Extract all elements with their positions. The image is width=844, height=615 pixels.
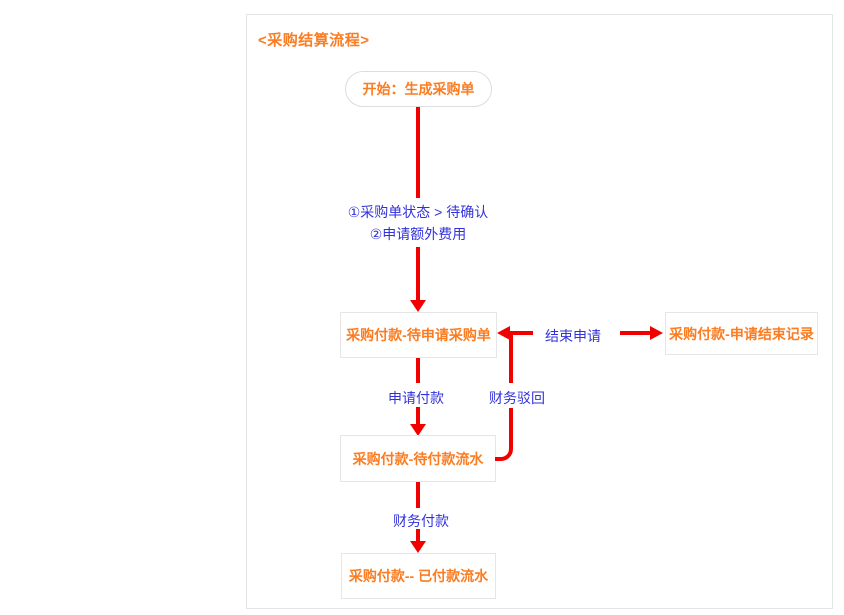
flow-node-pending-payment: 采购付款-待付款流水: [340, 435, 496, 482]
arrowhead-right-icon: [650, 326, 663, 340]
connector-start-to-condition: [416, 107, 420, 198]
page-title: <采购结算流程>: [258, 32, 370, 49]
edge-label-finance-pay: 财务付款: [392, 511, 450, 531]
connector-to-end-record: [620, 331, 651, 335]
edge-label-end-request: 结束申请: [544, 326, 602, 346]
flow-node-end-record: 采购付款-申请结束记录: [665, 312, 818, 355]
connector-feedback-upper: [509, 335, 513, 383]
connector-feedback-lower: [509, 407, 513, 439]
arrowhead-down-icon: [410, 541, 426, 553]
arrowhead-left-icon: [497, 326, 510, 340]
arrowhead-down-icon: [410, 424, 426, 436]
connector-box1-to-label: [416, 358, 420, 383]
flow-node-start: 开始：生成采购单: [345, 71, 492, 107]
edge-label-apply-payment: 申请付款: [387, 388, 445, 408]
connector-label-to-box2: [416, 407, 420, 425]
connector-feedback-corner: [495, 439, 513, 461]
connector-box2-to-label: [416, 482, 420, 508]
flowchart-panel: [246, 14, 833, 609]
flow-node-pending-request: 采购付款-待申请采购单: [340, 312, 497, 358]
connector-label-to-box3: [416, 529, 420, 542]
connector-feedback-top: [510, 331, 533, 335]
condition-line-2: ②申请额外费用: [369, 226, 467, 242]
condition-label: ①采购单状态 > 待确认 ②申请额外费用: [318, 201, 518, 245]
arrowhead-down-icon: [410, 300, 426, 312]
edge-label-finance-reject: 财务驳回: [488, 388, 546, 408]
condition-line-1: ①采购单状态 > 待确认: [347, 204, 489, 220]
connector-condition-to-pending-request: [416, 247, 420, 301]
flow-node-paid: 采购付款-- 已付款流水: [341, 553, 496, 599]
